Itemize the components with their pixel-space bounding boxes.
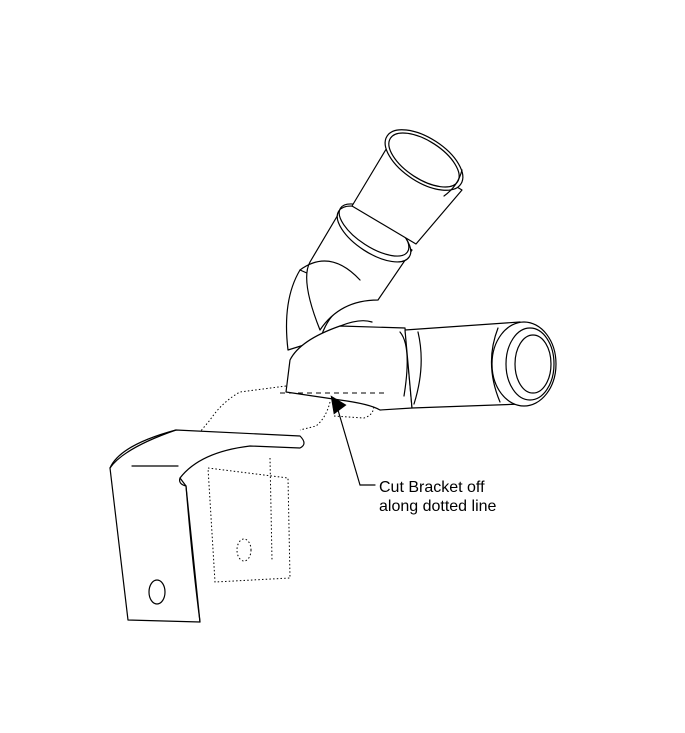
callout-line-1: Cut Bracket off xyxy=(379,479,485,496)
upper-pipe xyxy=(285,129,464,351)
remaining-bracket xyxy=(109,429,305,623)
callout-leader xyxy=(330,395,376,486)
cut-off-bracket-outline xyxy=(199,385,375,583)
callout-line-2: along dotted line xyxy=(379,498,497,515)
tee-body xyxy=(285,320,413,411)
side-pipe xyxy=(404,321,557,409)
callout-label: Cut Bracket off along dotted line xyxy=(379,478,496,516)
